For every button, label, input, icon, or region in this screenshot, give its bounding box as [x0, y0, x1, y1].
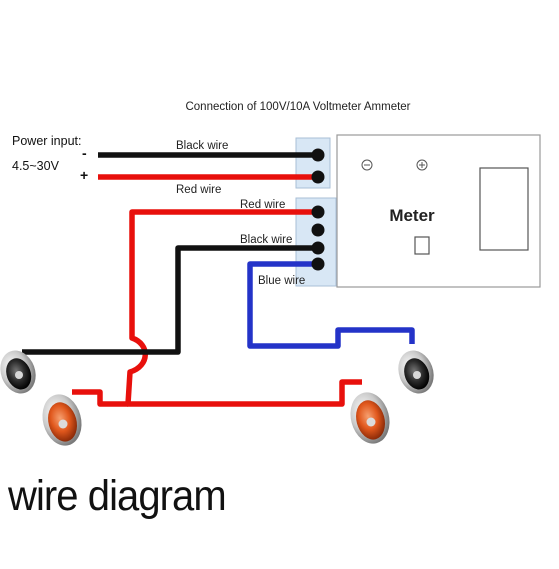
- banana-jack-red-icon: [350, 392, 390, 444]
- voltage-range-label: 4.5~30V: [12, 159, 60, 173]
- power-input-label: Power input:: [12, 134, 81, 148]
- meter-button-icon: [414, 236, 430, 255]
- black-wire-label-lower: Black wire: [240, 234, 292, 246]
- banana-jack-black-icon: [398, 350, 434, 394]
- banana-jack-black-icon: [0, 350, 36, 394]
- caption-wire-diagram: wire diagram: [8, 472, 227, 520]
- screw-terminal-icon: [311, 257, 325, 271]
- meter-indicator-icon: [416, 159, 428, 171]
- red-signal-wire: [125, 209, 362, 407]
- screw-terminal-icon: [311, 205, 325, 219]
- screw-terminal-icon: [311, 223, 325, 237]
- meter-window-icon: [479, 167, 529, 251]
- screw-terminal-icon: [311, 170, 325, 184]
- plus-sign: +: [80, 167, 88, 183]
- diagram-title: Connection of 100V/10A Voltmeter Ammeter: [185, 101, 410, 113]
- meter-label: Meter: [389, 206, 435, 225]
- red-wire-label-top: Red wire: [176, 184, 221, 196]
- black-wire-label-top: Black wire: [176, 140, 228, 152]
- blue-wire-label: Blue wire: [258, 275, 305, 287]
- red-wire-label-lower: Red wire: [240, 199, 285, 211]
- minus-sign: -: [82, 145, 87, 161]
- red-jack-lead: [72, 389, 128, 407]
- screw-terminal-icon: [311, 148, 325, 162]
- meter-indicator-icon: [361, 159, 373, 171]
- black-signal-wire: [22, 245, 318, 355]
- banana-jack-red-icon: [42, 394, 82, 446]
- screw-terminal-icon: [311, 241, 325, 255]
- blue-signal-wire: [247, 261, 415, 349]
